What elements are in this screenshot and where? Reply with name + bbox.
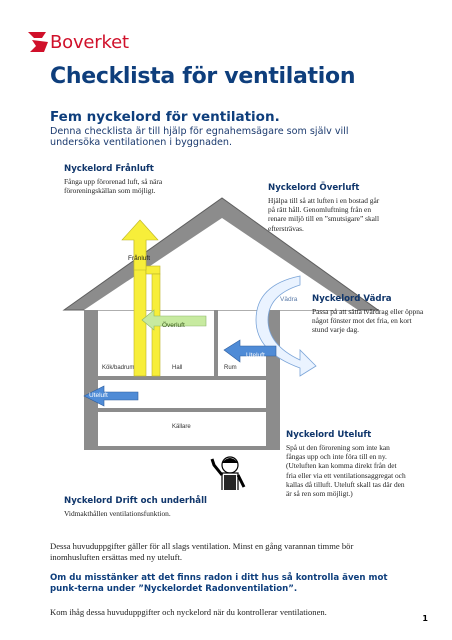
keyword-drift: Nyckelord Drift och underhåll Vidmakthål… [64,496,264,518]
house-floor-lower [84,408,280,412]
boverket-logo [26,30,146,56]
keyword-uteluft-title: Nyckelord Uteluft [286,430,372,440]
footer-paragraph-3: Kom ihåg dessa huvuduppgifter och nyckel… [50,607,327,617]
page-number: 1 [422,614,428,623]
keyword-uteluft: Nyckelord Uteluft Spå ut den förorening … [286,430,416,498]
franluft-arrow [121,219,159,271]
footer-paragraph-1: Dessa huvuduppgifter gäller för all slag… [50,541,354,562]
room-kallare: Källare [172,424,191,430]
keyword-drift-text: Vidmakthållen ventilationsfunktion. [64,509,171,518]
footer-paragraph-2: Om du misstänker att det finns radon i d… [50,573,388,594]
keyword-overluft-title: Nyckelord Överluft [268,183,360,193]
overluft-arrow-label: Överluft [162,322,185,329]
uteluft-left-arrow-label: Uteluft [89,392,108,399]
vadra-arrow-label: Vädra [280,296,298,303]
room-hall: Hall [172,365,183,371]
room-rum: Rum [224,365,237,371]
keyword-franluft-title: Nyckelord Frånluft [64,164,154,174]
keyword-vadra-text: Passa på att sätta tvärdrag eller öppna … [312,307,424,335]
uteluft-left-arrow [83,385,139,407]
logo-mark-icon [28,32,48,52]
logo-text: Boverket [50,32,129,53]
uteluft-arrow [223,339,277,363]
franluft-arrow-label: Frånluft [128,255,151,262]
uteluft-arrow-label: Uteluft [246,352,265,359]
keyword-overluft-text: Hjälpa till så att luften i en bostad gå… [268,196,380,233]
ventilation-diagram [62,197,380,490]
worker-figure [210,456,246,490]
page-title: Checklista för ventilation [50,64,356,89]
overluft-arrow [141,309,207,331]
keyword-franluft: Nyckelord Frånluft Fånga upp förorenad l… [64,164,194,195]
intro-text: Denna checklista är till hjälp för egnah… [50,126,349,148]
keyword-vadra-title: Nyckelord Vädra [312,294,392,304]
keyword-franluft-text: Fånga upp förorenad luft, så nära förore… [64,177,163,196]
keyword-uteluft-text: Spå ut den förorening som inte kan fånga… [286,443,406,499]
keyword-drift-title: Nyckelord Drift och underhåll [64,496,207,506]
page-subtitle: Fem nyckelord för ventilation. [50,109,280,125]
house-floor-upper [84,376,280,380]
room-kok: Kök/badrum [102,365,135,371]
keyword-vadra: Nyckelord Vädra Passa på att sätta tvärd… [312,294,432,335]
keyword-overluft: Nyckelord Överluft Hjälpa till så att lu… [268,183,398,233]
